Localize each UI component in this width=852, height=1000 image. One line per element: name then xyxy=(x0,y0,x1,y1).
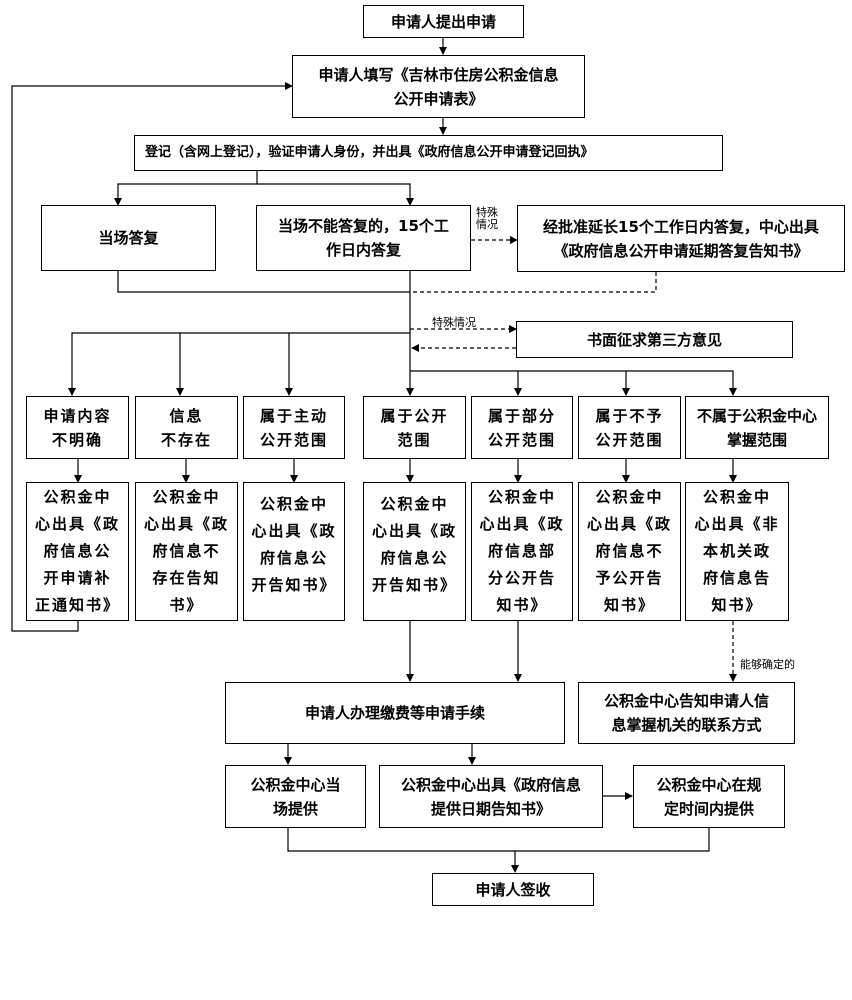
inform-contact-node: 公积金中心告知申请人信 息掌握机关的联系方式 xyxy=(578,682,795,744)
provide-in-time-node: 公积金中心在规 定时间内提供 xyxy=(633,765,785,828)
edge-right-bar xyxy=(410,370,737,396)
fees-node: 申请人办理缴费等申请手续 xyxy=(225,682,565,744)
unclear-node: 申请内容 不明确 xyxy=(26,396,129,459)
special-label-1: 特殊 情况 xyxy=(476,206,498,231)
notice-correction-node: 公积金中 心出具《政 府信息公 开申请补 正通知书》 xyxy=(26,482,129,621)
edge-sign-merge xyxy=(287,828,710,852)
start-node: 申请人提出申请 xyxy=(363,5,524,38)
can-determine-label: 能够确定的 xyxy=(740,658,795,671)
notice-not-exist-node: 公积金中 心出具《政 府信息不 存在告知 书》 xyxy=(135,482,238,621)
notice-partial-node: 公积金中 心出具《政 府信息部 分公开告 知书》 xyxy=(471,482,573,621)
extend-node: 经批准延长15个工作日内答复，中心出具 《政府信息公开申请延期答复告知书》 xyxy=(517,205,845,272)
reply-15-days-node: 当场不能答复的，15个工 作日内答复 xyxy=(256,205,471,271)
notice-date-node: 公积金中心出具《政府信息 提供日期告知书》 xyxy=(379,765,603,828)
notice-no-disclosure-node: 公积金中 心出具《政 府信息不 予公开告 知书》 xyxy=(578,482,681,621)
special-label-2: 特殊情况 xyxy=(432,316,476,329)
public-scope-node: 属于公开 范围 xyxy=(363,396,466,459)
partial-scope-node: 属于部分 公开范围 xyxy=(471,396,573,459)
edge-register-15days xyxy=(257,183,414,206)
provide-on-spot-node: 公积金中心当 场提供 xyxy=(225,765,366,828)
edge-merge xyxy=(117,271,410,293)
notice-public-node: 公积金中 心出具《政 府信息公 开告知书》 xyxy=(363,482,466,621)
not-exist-node: 信息 不存在 xyxy=(135,396,238,459)
not-in-center-scope-node: 不属于公积金中心 掌握范围 xyxy=(685,396,829,459)
notice-not-this-org-node: 公积金中 心出具《非 本机关政 府信息告 知书》 xyxy=(685,482,789,621)
reply-on-spot-node: 当场答复 xyxy=(41,205,216,271)
notice-active-node: 公积金中 心出具《政 府信息公 开告知书》 xyxy=(243,482,345,621)
sign-node: 申请人签收 xyxy=(432,873,594,906)
active-scope-node: 属于主动 公开范围 xyxy=(243,396,345,459)
edge-left-bar xyxy=(68,332,410,396)
edge-loop-back xyxy=(11,82,293,632)
register-node: 登记（含网上登记），验证申请人身份，并出具《政府信息公开申请登记回执》 xyxy=(134,135,723,171)
edge-extend-merge xyxy=(410,272,657,293)
third-party-node: 书面征求第三方意见 xyxy=(516,321,793,358)
edge-register-split xyxy=(114,171,258,206)
no-disclosure-scope-node: 属于不予 公开范围 xyxy=(578,396,681,459)
fill-form-node: 申请人填写《吉林市住房公积金信息 公开申请表》 xyxy=(292,55,585,118)
